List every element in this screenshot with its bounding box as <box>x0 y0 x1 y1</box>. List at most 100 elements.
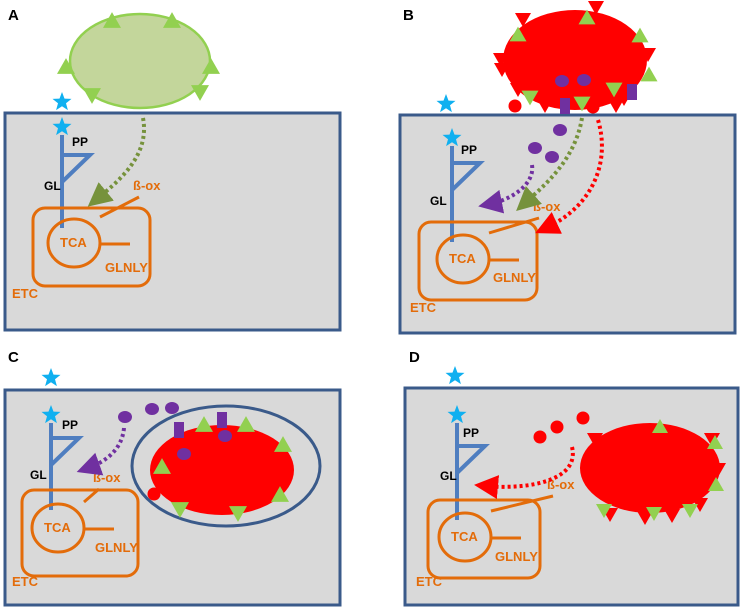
purple-particle <box>218 430 232 442</box>
mitochondrion <box>426 498 542 580</box>
pp-label: PP <box>463 426 479 440</box>
surface-antigen-triangle <box>578 9 596 25</box>
surface-antigen-triangle <box>596 504 612 518</box>
star-icon <box>442 128 462 147</box>
beta-ox-link <box>488 216 540 235</box>
surface-antigen-triangle <box>83 88 101 104</box>
tca-label: TCA <box>60 235 87 250</box>
glnly-label: GLNLY <box>495 549 538 564</box>
green-dotted-arrow <box>87 117 147 207</box>
beta-ox-label: ß-ox <box>93 470 121 485</box>
red-surface-spike <box>537 99 553 113</box>
red-surface-spike <box>588 1 604 15</box>
purple-particle <box>528 142 542 154</box>
surface-antigen-triangle <box>202 58 220 74</box>
surface-antigen-triangle <box>631 27 649 43</box>
red-bacterium <box>580 423 720 513</box>
beta-ox-link <box>83 487 100 504</box>
purple-particle <box>545 151 559 163</box>
surface-antigen-triangle <box>682 504 698 518</box>
etc-label: ETC <box>416 574 443 589</box>
purple-particle <box>553 124 567 136</box>
pentose-phosphate-branch <box>450 161 485 192</box>
panel-letter: B <box>403 7 414 24</box>
star-icon <box>52 117 72 136</box>
red-surface-spike <box>608 99 624 113</box>
red-surface-spike <box>710 463 726 477</box>
red-particle <box>576 411 590 425</box>
surface-antigen-triangle <box>573 96 591 112</box>
gl-label: GL <box>30 468 47 482</box>
beta-ox-label: ß-ox <box>533 199 561 214</box>
surface-antigen-triangle <box>708 477 724 491</box>
red-surface-spike <box>664 509 680 523</box>
red-surface-spike <box>494 63 510 77</box>
pentose-phosphate-branch <box>49 436 84 467</box>
gl-label: GL <box>44 179 61 193</box>
red-surface-spike <box>515 13 531 27</box>
glnly-label: GLNLY <box>95 540 138 555</box>
purple-transporter <box>174 422 184 438</box>
red-particle <box>533 430 547 444</box>
purple-particle <box>177 448 191 460</box>
tca-label: TCA <box>44 520 71 535</box>
mitochondrion <box>417 220 539 302</box>
panel-letter: A <box>8 7 19 24</box>
red-surface-spike <box>704 433 720 447</box>
surface-antigen-triangle <box>646 507 662 521</box>
beta-ox-label: ß-ox <box>547 477 575 492</box>
pentose-phosphate-branch <box>455 444 490 475</box>
surface-antigen-triangle <box>171 502 189 518</box>
beta-ox-link <box>490 494 554 513</box>
surface-antigen-triangle <box>605 82 623 98</box>
panel-letter: D <box>409 349 420 366</box>
phagosome-membrane <box>130 404 322 528</box>
pp-label: PP <box>461 143 477 157</box>
gl-label: GL <box>440 469 457 483</box>
red-particle <box>550 420 564 434</box>
surface-antigen-triangle <box>271 486 289 502</box>
star-icon <box>447 405 467 424</box>
surface-antigen-triangle <box>229 506 247 522</box>
beta-ox-label: ß-ox <box>133 178 161 193</box>
red-surface-spike <box>582 463 598 477</box>
red-surface-spike <box>692 498 708 512</box>
etc-label: ETC <box>410 300 437 315</box>
host-cell <box>3 111 342 332</box>
surface-antigen-triangle <box>163 12 181 28</box>
pp-label: PP <box>62 418 78 432</box>
surface-antigen-triangle <box>509 26 527 42</box>
surface-antigen-triangle <box>191 85 209 101</box>
tca-label: TCA <box>451 529 478 544</box>
purple-dotted-arrow <box>478 164 535 214</box>
glnly-label: GLNLY <box>105 260 148 275</box>
gl-label: GL <box>430 194 447 208</box>
purple-particle <box>145 403 159 415</box>
surface-antigen-triangle <box>640 66 658 82</box>
mitochondrion <box>31 206 152 288</box>
star-icon <box>41 368 61 387</box>
surface-antigen-triangle <box>153 458 171 474</box>
etc-label: ETC <box>12 286 39 301</box>
star-icon <box>52 92 72 111</box>
purple-particle <box>165 402 179 414</box>
surface-antigen-triangle <box>274 436 292 452</box>
surface-antigen-triangle <box>707 435 723 449</box>
etc-label: ETC <box>12 574 39 589</box>
surface-antigen-triangle <box>57 58 75 74</box>
pp-label: PP <box>72 135 88 149</box>
surface-antigen-triangle <box>237 416 255 432</box>
red-particle <box>586 100 600 114</box>
red-particle <box>508 99 522 113</box>
glnly-label: GLNLY <box>493 270 536 285</box>
red-particle <box>147 487 161 501</box>
purple-transporter <box>560 98 570 114</box>
red-surface-spike <box>587 433 603 447</box>
beta-ox-link <box>99 195 140 219</box>
purple-transporter <box>217 412 227 428</box>
red-surface-spike <box>640 48 656 62</box>
red-dotted-arrow <box>535 119 604 234</box>
